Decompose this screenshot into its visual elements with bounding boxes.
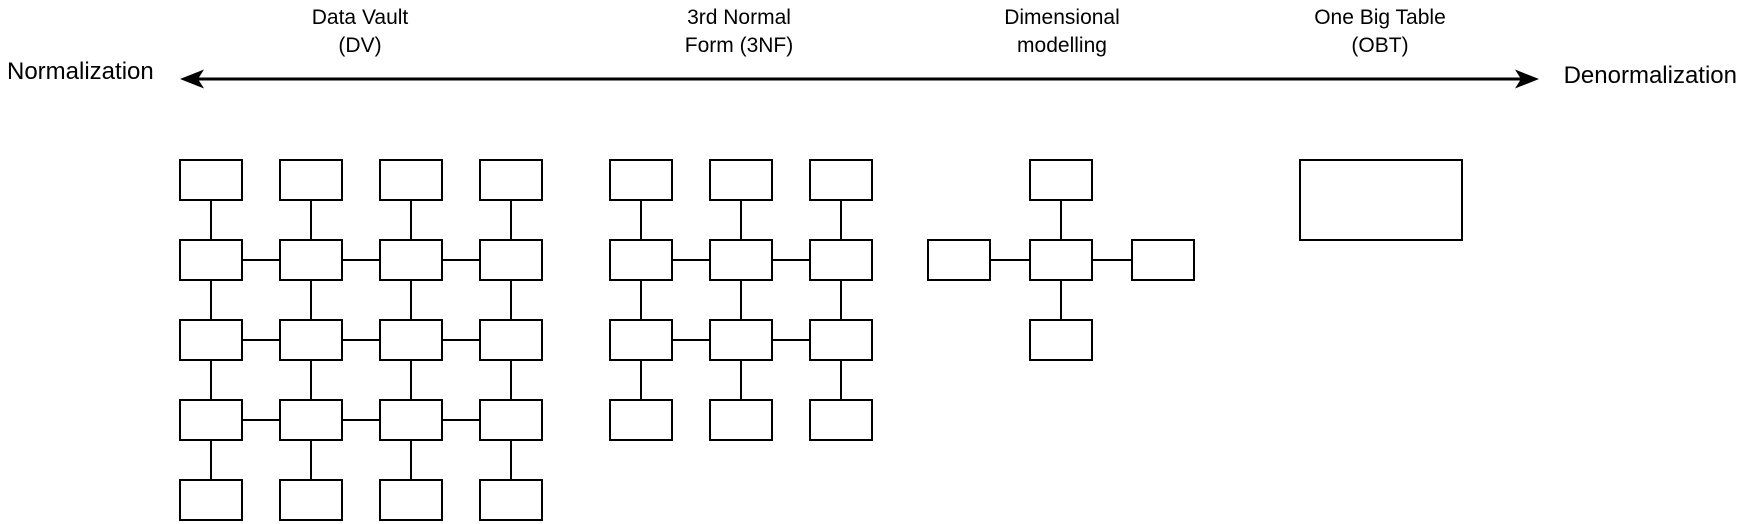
table-box [179,239,243,281]
table-box [709,239,773,281]
table-box [1029,319,1093,361]
label-line-2: Form (3NF) [684,34,794,57]
table-box [709,159,773,201]
table-box [479,319,543,361]
label-line-1: 3rd Normal [687,6,791,29]
table-box [379,239,443,281]
normalization-axis-arrow [180,69,1539,89]
label-data-vault: Data Vault (DV) [312,4,409,60]
table-box [479,239,543,281]
table-box [709,319,773,361]
table-box [379,319,443,361]
table-box [809,159,873,201]
table-box [179,399,243,441]
label-dimensional-modelling: Dimensional modelling [1004,4,1120,60]
label-line-2: modelling [1017,34,1107,57]
third-normal-form-diagram [609,159,873,441]
table-box [179,319,243,361]
table-box [609,239,673,281]
label-line-1: One Big Table [1314,6,1446,29]
table-box [379,159,443,201]
label-one-big-table: One Big Table (OBT) [1314,4,1446,60]
table-box [279,239,343,281]
one-big-table-diagram [1299,159,1463,241]
table-box [1131,239,1195,281]
table-box [379,479,443,521]
table-box [1029,159,1093,201]
arrowhead-left-icon [180,69,204,89]
label-line-1: Dimensional [1004,6,1120,29]
axis-label-denormalization: Denormalization [1563,62,1737,89]
table-box [279,159,343,201]
table-box [609,319,673,361]
table-box [927,239,991,281]
data-vault-diagram [179,159,543,521]
table-box [1299,159,1463,241]
table-box [1029,239,1093,281]
table-box [179,479,243,521]
dimensional-modelling-diagram [927,159,1195,361]
table-box [379,399,443,441]
table-box [609,159,673,201]
label-line-1: Data Vault [311,6,409,29]
table-box [279,479,343,521]
label-line-2: (DV) [338,34,382,57]
table-box [809,399,873,441]
table-box [279,319,343,361]
label-third-normal-form: 3rd Normal Form (3NF) [685,4,794,60]
table-box [809,239,873,281]
axis-label-normalization: Normalization [7,58,154,85]
table-box [479,479,543,521]
table-box [479,159,543,201]
table-box [709,399,773,441]
arrowhead-right-icon [1515,69,1539,89]
table-box [479,399,543,441]
table-box [809,319,873,361]
table-box [179,159,243,201]
table-box [279,399,343,441]
label-line-2: (OBT) [1351,34,1409,57]
table-box [609,399,673,441]
